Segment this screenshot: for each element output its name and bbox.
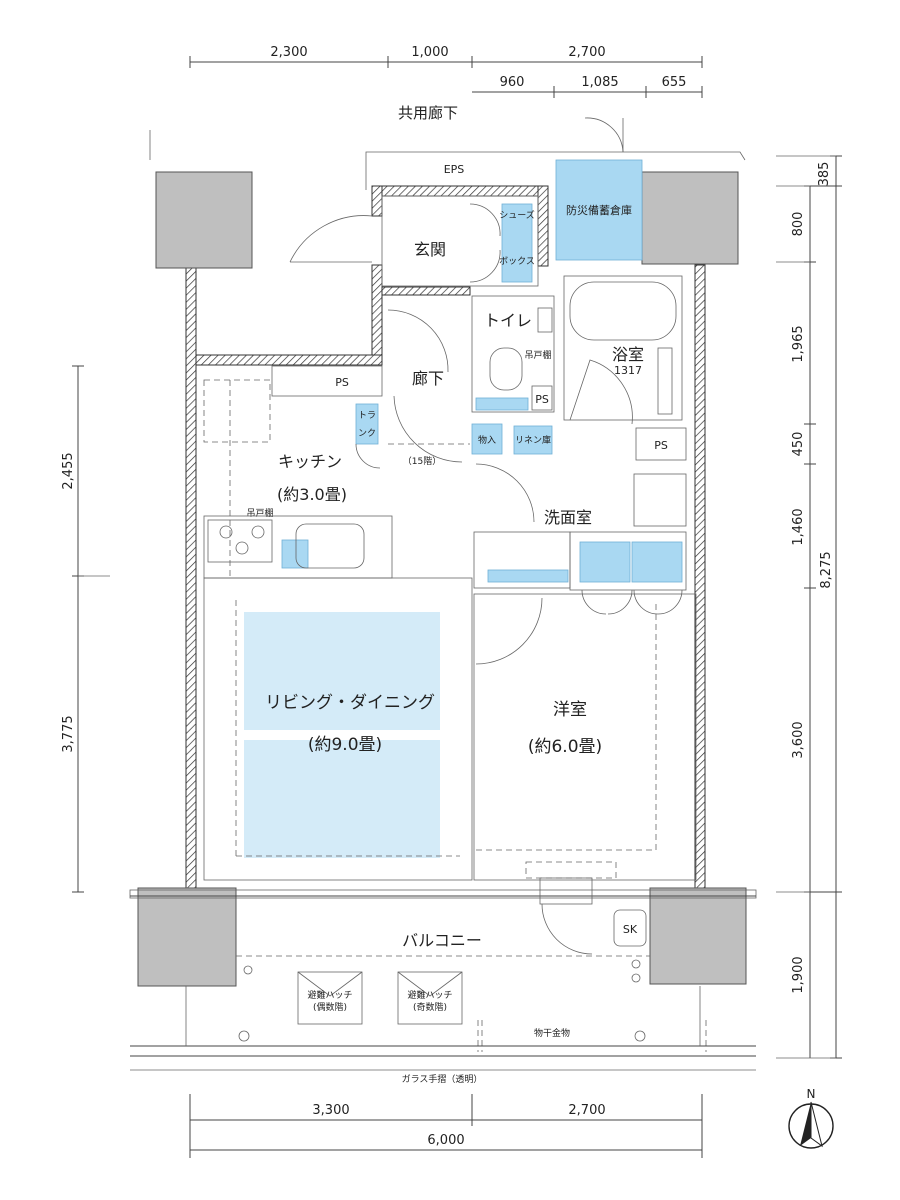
toilet-label: トイレ <box>484 311 532 330</box>
dim-bottom-3300: 3,300 <box>312 1103 349 1118</box>
kitchen: キッチン (約3.0畳) 吊戸棚 <box>203 379 393 580</box>
right-dimensions: 385 800 1,965 450 1,460 3,600 1,900 8,27… <box>776 155 842 1059</box>
storage-small-label: 物入 <box>478 434 496 446</box>
hatch-odd-label-1: 避難ハッチ <box>407 989 452 1001</box>
bottom-dimensions: 3,300 2,700 6,000 <box>189 1094 703 1158</box>
entrance: 玄関 シューズ ボックス <box>289 195 539 287</box>
top-dimensions: 2,300 1,000 2,700 960 1,085 655 共用廊下 <box>189 45 703 122</box>
column-bottom-right <box>649 887 747 985</box>
hatch-even-label-2: (偶数階) <box>313 1001 347 1013</box>
dim-right-1900: 1,900 <box>791 956 806 993</box>
laundry-label: 物干金物 <box>534 1027 570 1039</box>
toilet: トイレ 吊戸棚 PS <box>471 295 555 413</box>
dim-right-8275: 8,275 <box>819 551 834 588</box>
ps-kitchen: PS <box>271 365 383 397</box>
kitchen-label: キッチン <box>278 452 342 471</box>
dim-right-1965: 1,965 <box>791 325 806 362</box>
trunk-label-2: ンク <box>358 428 376 439</box>
railing-label: ガラス手摺（透明） <box>402 1073 483 1085</box>
balcony: バルコニー SK 避難ハッチ (偶数階) 避難ハッチ (奇数階) 物干金物 ガラ… <box>129 877 757 1085</box>
dim-top-655: 655 <box>662 75 687 90</box>
shoes-label-2: ボックス <box>499 256 535 267</box>
small-closets: 物入 リネン庫 PS <box>471 423 687 461</box>
kitchen-shelf-label: 吊戸棚 <box>246 507 273 519</box>
ps-label-toilet: PS <box>535 393 549 406</box>
dim-right-1460: 1,460 <box>791 508 806 545</box>
compass-label: N <box>807 1087 816 1101</box>
entrance-label: 玄関 <box>414 240 446 259</box>
toilet-shelf-label: 吊戸棚 <box>524 349 551 361</box>
hatch-even-label-1: 避難ハッチ <box>307 989 352 1001</box>
north-compass: N <box>788 1087 834 1149</box>
disaster-storage: 防災備蓄倉庫 <box>555 159 643 261</box>
dim-top-2300: 2,300 <box>270 45 307 60</box>
dim-top-960: 960 <box>500 75 525 90</box>
living-size: (約9.0畳) <box>308 735 382 755</box>
corridor-area: EPS <box>149 117 746 190</box>
dim-left-2455: 2,455 <box>61 452 76 489</box>
shoes-label: シューズ <box>499 209 535 221</box>
column-top-right <box>641 171 739 265</box>
column-bottom-left <box>137 887 237 987</box>
bathroom: 浴室 1317 <box>563 275 683 425</box>
living-label: リビング・ダイニング <box>265 693 435 713</box>
hatch-odd-label-2: (奇数階) <box>413 1001 447 1013</box>
corridor-label: 共用廊下 <box>398 104 458 122</box>
eps-label: EPS <box>444 163 465 176</box>
bath-label: 浴室 <box>612 345 644 364</box>
bath-size: 1317 <box>614 364 642 377</box>
columns <box>137 171 747 987</box>
washroom: 洗面室 <box>473 463 687 615</box>
dim-bottom-2700: 2,700 <box>568 1103 605 1118</box>
dim-bottom-6000: 6,000 <box>427 1133 464 1148</box>
dim-top-1000: 1,000 <box>411 45 448 60</box>
washroom-label: 洗面室 <box>544 508 592 527</box>
step-note: （15階） <box>403 456 441 467</box>
balcony-label: バルコニー <box>402 931 482 950</box>
dim-right-3600: 3,600 <box>791 721 806 758</box>
column-top-left <box>155 171 253 269</box>
walls <box>185 185 706 891</box>
storage-label: 防災備蓄倉庫 <box>566 203 632 217</box>
dim-top-2700: 2,700 <box>568 45 605 60</box>
living-dining: リビング・ダイニング (約9.0畳) <box>203 577 473 881</box>
dim-right-800: 800 <box>791 212 806 237</box>
trunk-room: トラ ンク <box>355 403 381 469</box>
ps-label-kitchen: PS <box>335 376 349 389</box>
ps-label-wash: PS <box>654 439 668 452</box>
linen-label: リネン庫 <box>515 434 551 446</box>
hallway: 廊下 （15階） <box>387 309 470 467</box>
dim-right-450: 450 <box>791 432 806 457</box>
hall-label: 廊下 <box>412 369 444 388</box>
dim-right-385: 385 <box>817 162 832 187</box>
bedroom: 洋室 (約6.0畳) <box>473 593 697 881</box>
kitchen-size: (約3.0畳) <box>277 485 347 504</box>
dim-left-3775: 3,775 <box>61 715 76 752</box>
sk-label: SK <box>623 923 638 936</box>
bedroom-size: (約6.0畳) <box>528 737 602 757</box>
dim-top-1085: 1,085 <box>581 75 618 90</box>
trunk-label-1: トラ <box>358 410 376 421</box>
bedroom-label: 洋室 <box>553 700 587 720</box>
left-dimensions: 2,455 3,775 <box>61 365 110 893</box>
